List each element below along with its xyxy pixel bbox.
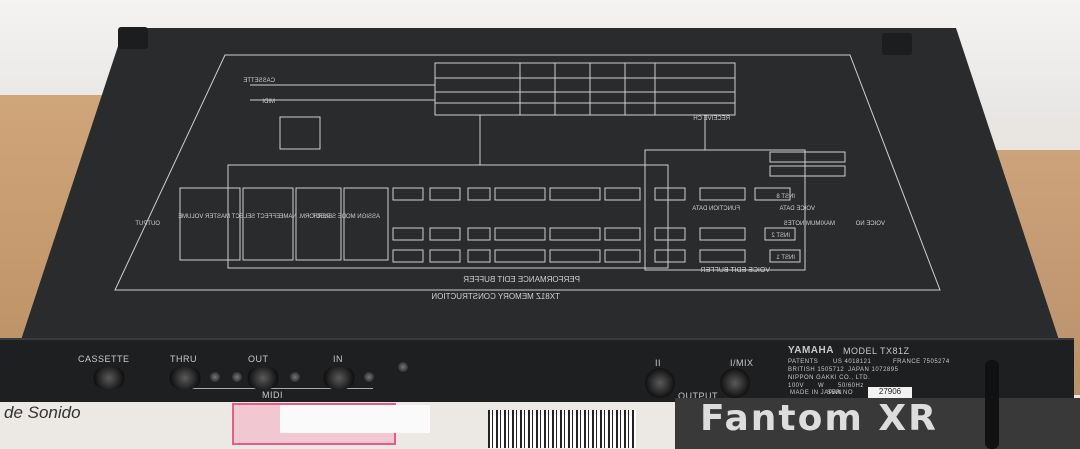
diagram-top-table: [434, 62, 736, 116]
diagram-row-2: [392, 227, 746, 241]
serial-number: 27906: [868, 387, 912, 398]
rack-ear-right: [882, 33, 912, 55]
diagram-perform-name: PERFORM. NAME: [279, 214, 330, 220]
made-in-text: MADE IN JAPAN: [790, 390, 843, 396]
model-plate: YAMAHA MODEL TX81Z PATENTS US 4018121 FR…: [788, 345, 950, 389]
sonido-text: de Sonido: [4, 403, 81, 422]
brand-logo: YAMAHA: [788, 345, 834, 356]
barcode: [488, 410, 636, 448]
diagram-assign: ASSIGN MODE SELECT: [312, 214, 380, 220]
diagram-inst2: INST 2: [771, 233, 790, 239]
maker-text: NIPPON GAKKI CO., LTD.: [788, 375, 871, 381]
rack-ear-left: [118, 27, 148, 49]
performance-buffer-box: [227, 164, 669, 269]
voice-buffer-box: [644, 149, 806, 271]
diagram-voice-data: VOICE DATA: [780, 206, 815, 212]
patents-label: PATENTS: [788, 359, 819, 365]
diagram-receive: RECEIVE CH: [693, 116, 730, 122]
inst-8-box: [754, 187, 791, 201]
midi-bracket-line: [183, 388, 373, 389]
output-ii-jack[interactable]: [645, 368, 675, 398]
diagram-voice-label: VOICE EDIT BUFFER: [701, 267, 771, 274]
midi-thru-jack[interactable]: [168, 366, 202, 390]
fantom-box: [675, 398, 1080, 449]
perform-name-block: [295, 187, 342, 261]
screw-icon: [232, 372, 242, 382]
inst-1-box: [769, 249, 801, 263]
inst-2-box: [764, 227, 796, 241]
screw-icon: [290, 372, 300, 382]
diagram-midi: MIDI: [262, 99, 275, 105]
diagram-perf-label: PERFORMANCE EDIT BUFFER: [463, 275, 580, 284]
assign-mode-block: [343, 187, 389, 261]
diagram-notes: MAXIMUM NOTES: [784, 221, 835, 227]
output-imix-label: I/MIX: [730, 358, 754, 368]
midi-in-jack[interactable]: [322, 366, 356, 390]
diagram-frame: [114, 54, 941, 291]
output-imix-jack[interactable]: [720, 368, 750, 398]
midi-out-jack[interactable]: [246, 366, 280, 390]
diagram-effect: EFFECT SELECT: [231, 214, 280, 220]
white-label: [280, 405, 430, 433]
screw-icon: [398, 362, 408, 372]
midi-in-label: IN: [333, 354, 343, 364]
midi-label: MIDI: [262, 390, 283, 400]
master-volume-block: [179, 187, 241, 261]
diagram-cassette: CASSETTE: [243, 78, 275, 84]
cassette-label: CASSETTE: [78, 354, 130, 364]
screw-icon: [210, 372, 220, 382]
model-text: MODEL TX81Z: [843, 346, 910, 356]
output-ii-label: II: [655, 358, 662, 368]
effect-select-block: [242, 187, 294, 261]
diagram-output: OUTPUT: [135, 221, 160, 227]
selector-box: [279, 116, 321, 150]
output-label: OUTPUT: [678, 391, 718, 401]
ser-label: SER NO: [827, 390, 854, 396]
diagram-row-3: [392, 249, 746, 263]
diagram-function-data: FUNCTION DATA: [692, 206, 740, 212]
diagram-master-volume: MASTER VOLUME: [178, 214, 230, 220]
power-cable: [985, 360, 999, 449]
diagram-title: TX81Z MEMORY CONSTRUCTION: [431, 292, 560, 301]
diagram-voice-no: VOICE NO: [855, 221, 885, 227]
cassette-jack[interactable]: [92, 366, 126, 390]
diagram-inst8: INST 8: [776, 194, 795, 200]
screw-icon: [364, 372, 374, 382]
midi-out-label: OUT: [248, 354, 269, 364]
midi-thru-label: THRU: [170, 354, 197, 364]
fantom-logo: Fantom XR: [700, 398, 938, 439]
diagram-inst1: INST 1: [776, 255, 795, 261]
diagram-row-1: [392, 187, 746, 201]
